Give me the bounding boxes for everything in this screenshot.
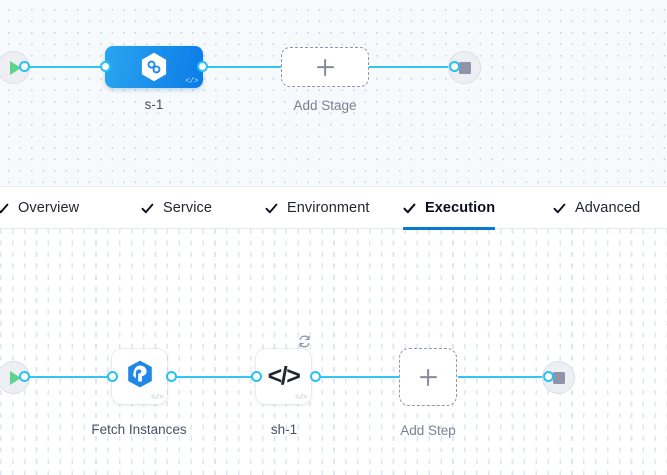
port-start-out[interactable] — [19, 61, 30, 72]
execution-step-canvas[interactable]: </> Fetch Instances </> </> sh-1 — [0, 229, 667, 475]
play-icon — [9, 60, 21, 75]
wire-fetch-instances-to-sh-1 — [170, 376, 257, 378]
step-label-sh-1: sh-1 — [270, 422, 298, 437]
port-sh-1-out[interactable] — [310, 371, 321, 382]
stop-icon — [458, 61, 471, 74]
wire-start-to-fetch-instances — [24, 376, 112, 378]
stop-icon — [552, 371, 565, 384]
add-stage-button[interactable] — [281, 47, 369, 87]
plus-icon — [420, 369, 437, 386]
step-code-badge-icon: </> — [294, 393, 308, 402]
stage-node-label: s-1 — [144, 97, 164, 112]
tab-service[interactable]: Service — [141, 187, 212, 230]
check-icon — [265, 202, 278, 215]
stage-config-tabs: Overview Service Environment — [0, 186, 667, 230]
plus-icon — [317, 59, 334, 76]
stage-node-s-1[interactable]: </> — [105, 46, 203, 88]
step-node-sh-1[interactable]: </> </> — [256, 335, 311, 404]
check-icon — [403, 202, 416, 215]
wire-add-step-to-end — [458, 376, 547, 378]
port-end-in[interactable] — [449, 61, 460, 72]
step-code-badge-icon: </> — [150, 393, 164, 402]
harness-hexagon-icon — [127, 360, 153, 393]
step-label-fetch-instances: Fetch Instances — [91, 422, 187, 437]
wire-sh-1-to-add-step — [314, 376, 399, 378]
harness-hexagon-icon — [141, 52, 168, 82]
port-stage-in[interactable] — [100, 61, 111, 72]
wire-stage-to-add-stage — [200, 66, 282, 68]
tab-overview[interactable]: Overview — [0, 187, 79, 230]
tab-execution-label: Execution — [425, 200, 496, 217]
port-exec-start-out[interactable] — [19, 371, 30, 382]
check-icon — [0, 202, 9, 215]
tab-environment[interactable]: Environment — [265, 187, 370, 230]
port-stage-out[interactable] — [197, 61, 208, 72]
loop-icon — [297, 334, 312, 349]
stage-graph-canvas[interactable]: </> s-1 Add Stage — [0, 0, 667, 186]
wire-add-stage-to-end — [369, 66, 453, 68]
step-node-fetch-instances[interactable]: </> — [112, 349, 167, 404]
pipeline-end-node[interactable] — [448, 51, 481, 84]
wire-start-to-stage — [24, 66, 110, 68]
tab-environment-label: Environment — [287, 200, 370, 217]
port-exec-end-in[interactable] — [543, 371, 554, 382]
stage-code-badge-icon: </> — [185, 77, 198, 86]
add-stage-label: Add Stage — [293, 98, 357, 113]
check-icon — [553, 202, 566, 215]
port-sh-1-in[interactable] — [251, 371, 262, 382]
tab-execution[interactable]: Execution — [403, 187, 496, 230]
check-icon — [141, 202, 154, 215]
tab-service-label: Service — [163, 200, 213, 217]
port-fetch-instances-out[interactable] — [166, 371, 177, 382]
tab-advanced-label: Advanced — [575, 200, 641, 217]
add-step-label: Add Step — [400, 423, 456, 438]
tab-advanced[interactable]: Advanced — [553, 187, 640, 230]
play-icon — [9, 370, 21, 385]
port-fetch-instances-in[interactable] — [107, 371, 118, 382]
tab-overview-label: Overview — [18, 200, 80, 217]
execution-end-node[interactable] — [542, 361, 575, 394]
tab-active-underline — [403, 227, 496, 230]
shell-script-icon: </> — [267, 362, 301, 390]
add-step-button[interactable] — [399, 348, 457, 406]
